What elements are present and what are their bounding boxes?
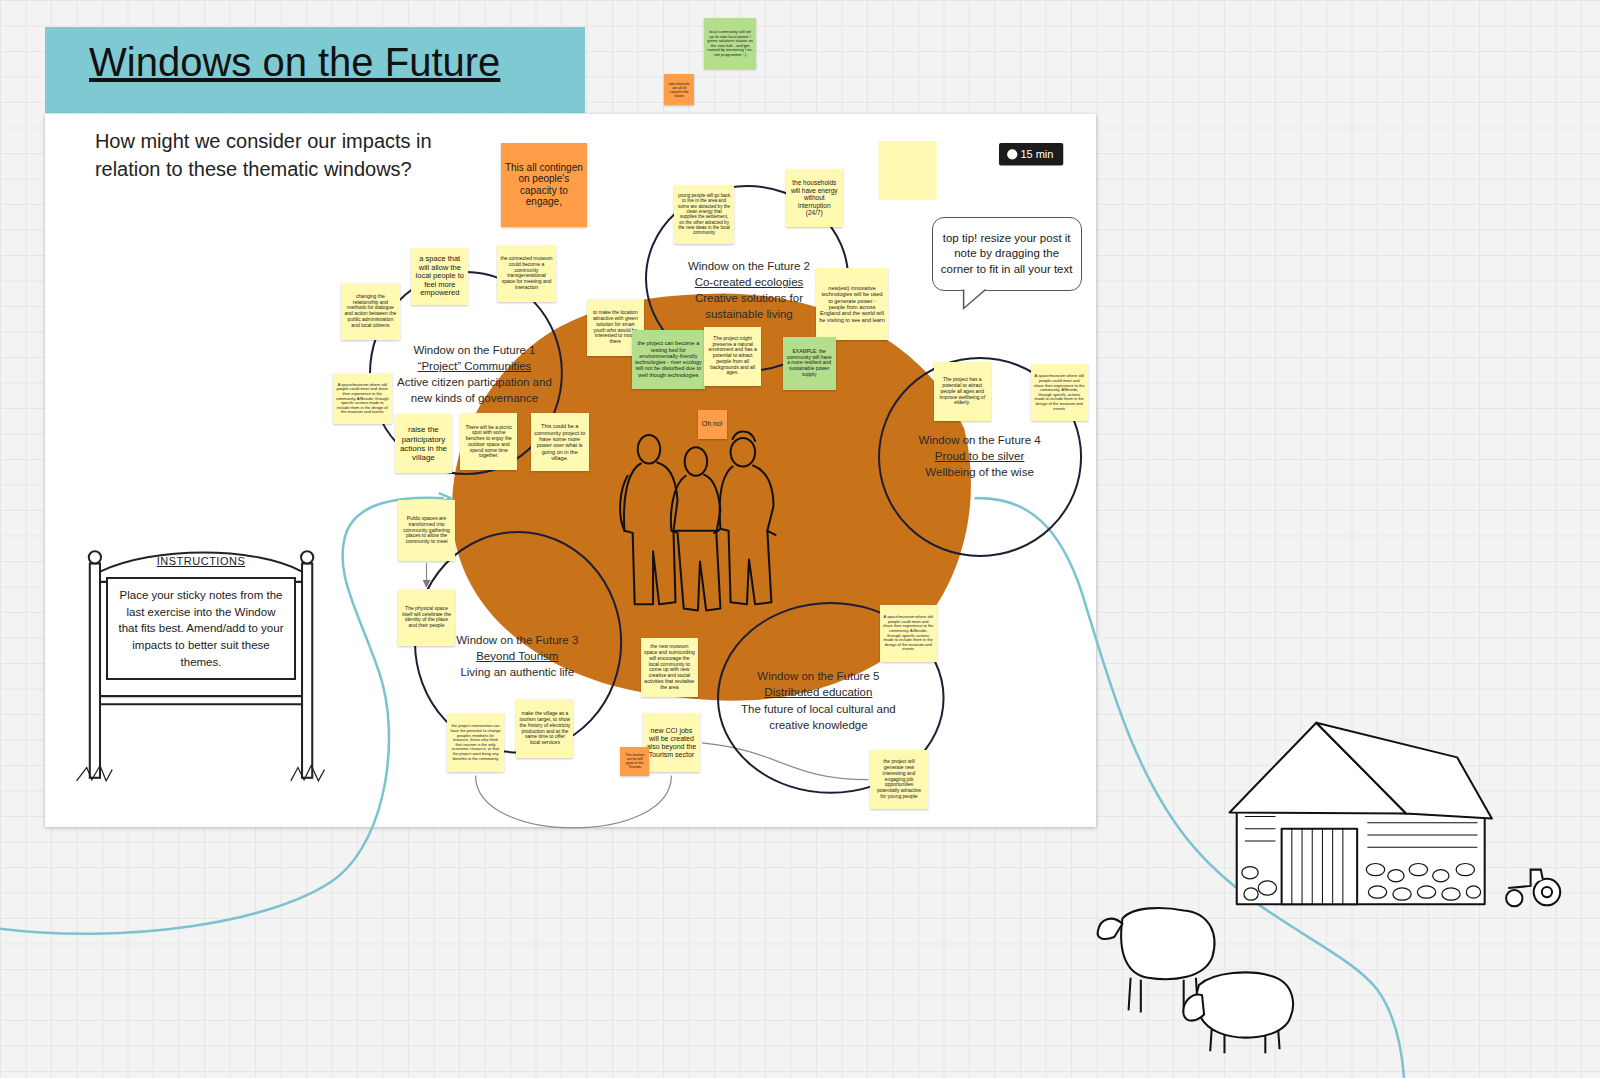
sticky-note: make the village as a tourism target, to… <box>516 699 573 758</box>
instructions-sign: INSTRUCTIONS Place your sticky notes from… <box>102 551 300 680</box>
orange-sticky-note: also interests are all of concern the fu… <box>664 74 694 105</box>
sticky-text: The project might preserve a natural env… <box>707 336 758 376</box>
sticky-note: the connected museum could become a comm… <box>497 245 556 302</box>
window-heading: Window on the Future 3 <box>441 632 594 648</box>
sticky-text: the project can become a testing bed for… <box>635 340 702 378</box>
sticky-note: Public spaces are transformed into commu… <box>398 500 455 561</box>
sticky-note: There will be a picnic spot with some be… <box>460 413 517 470</box>
sticky-text: raise the participatory actions in the v… <box>398 425 449 462</box>
connector <box>476 775 672 828</box>
sticky-text: EXAMPLE: the community will have a more … <box>786 349 833 378</box>
sticky-note: The physical space itself will celebrate… <box>398 589 455 646</box>
sticky-note: the new museum space and surrounding wil… <box>641 638 698 697</box>
sticky-text: Oh no! <box>701 420 724 428</box>
barn <box>1230 723 1492 905</box>
sticky-text: The physical space itself will celebrate… <box>401 606 452 629</box>
sign-heading: INSTRUCTIONS <box>102 555 300 567</box>
orange-sticky-note: The tourism sector will grow in the Tour… <box>620 747 649 776</box>
green-sticky-note: local community will set up its own loca… <box>704 18 756 69</box>
sticky-note: changing the relationship and methods fo… <box>341 283 400 340</box>
board-question: How might we consider our impacts in rel… <box>95 127 493 183</box>
window-heading: Window on the Future 5 <box>739 668 898 684</box>
sticky-text: A space/museum where old people could me… <box>1034 374 1085 411</box>
window-theme: “Project” Communities <box>392 358 557 374</box>
empty-sticky <box>879 141 937 200</box>
sticky-note: new(est) innovative technologies will be… <box>816 268 887 339</box>
orange-sticky-note: This all contingen on people's capacity … <box>501 143 587 227</box>
timer-label: 15 min <box>1020 146 1053 162</box>
sign-posts <box>77 551 325 781</box>
sticky-note: The project might preserve a natural env… <box>704 327 761 386</box>
window-heading: Window on the Future 1 <box>392 342 557 358</box>
sticky-note: The project has a potential to attract p… <box>934 362 991 421</box>
sticky-text: also interests are all of concern the fu… <box>667 82 691 99</box>
sticky-text: the project will generate new interestin… <box>873 759 924 799</box>
tip-text: top tip! resize your post it note by dra… <box>941 231 1073 278</box>
people-figures <box>620 432 775 611</box>
sticky-text: new(est) innovative technologies will be… <box>819 285 884 323</box>
sticky-note: the project will generate new interestin… <box>870 750 927 809</box>
window-description: Active citizen participation and new kin… <box>392 374 557 406</box>
window-theme: Proud to be silver <box>906 448 1053 464</box>
sticky-note: A space/museum where old people could me… <box>1031 364 1088 421</box>
sticky-text: the new museum space and surrounding wil… <box>644 644 695 690</box>
sticky-text: a space that will allow the local people… <box>414 255 465 298</box>
window-ring <box>879 358 1081 556</box>
green-sticky-note: the project can become a testing bed for… <box>632 330 705 389</box>
sticky-note: A space/museum where old people could me… <box>333 373 392 424</box>
sticky-text: This all contingen on people's capacity … <box>504 162 584 208</box>
sign-body: Place your sticky notes from the last ex… <box>106 577 296 680</box>
sticky-text: A space/museum where old people could me… <box>336 383 389 415</box>
window-theme: Distributed education <box>739 684 898 700</box>
tip-tail-shape <box>963 290 985 309</box>
sticky-text: the households will have energy without … <box>789 179 840 216</box>
sticky-text: Public spaces are transformed into commu… <box>401 516 452 545</box>
tractor <box>1506 870 1560 907</box>
sticky-text: the project intervention can have the po… <box>450 724 501 761</box>
window-description: Creative solutions for sustainable livin… <box>673 290 824 322</box>
sticky-note: raise the participatory actions in the v… <box>395 414 452 473</box>
sticky-text: This could be a community project to hav… <box>534 423 586 461</box>
sticky-note: A space/museum where old people could me… <box>880 605 937 662</box>
window-description: Wellbeing of the wise <box>906 464 1053 480</box>
sticky-text: local community will set up its own loca… <box>707 30 753 58</box>
sticky-note: the households will have energy without … <box>786 169 843 226</box>
sticky-note: This could be a community project to hav… <box>531 413 589 471</box>
connector <box>426 563 427 587</box>
window-text: Window on the Future 5Distributed educat… <box>739 668 898 732</box>
window-heading: Window on the Future 2 <box>673 258 824 274</box>
window-text: Window on the Future 1“Project” Communit… <box>392 342 557 406</box>
sticky-note: the project intervention can have the po… <box>447 713 504 772</box>
sheep <box>1098 908 1293 1053</box>
timer-chip <box>999 143 1063 165</box>
board-title: Windows on the Future <box>89 40 500 85</box>
window-description: The future of local cultural and creativ… <box>739 701 898 733</box>
sticky-note: young people will go back to live in the… <box>674 185 733 244</box>
sticky-text: changing the relationship and methods fo… <box>344 294 397 329</box>
orange-sticky-note: Oh no! <box>698 410 727 439</box>
window-description: Living an authentic life <box>441 664 594 680</box>
window-text: Window on the Future 2Co-created ecologi… <box>673 258 824 322</box>
connector <box>702 743 868 780</box>
window-heading: Window on the Future 4 <box>906 432 1053 448</box>
sticky-text: young people will go back to live in the… <box>677 193 730 235</box>
window-theme: Beyond Tourism <box>441 648 594 664</box>
sticky-text: There will be a picnic spot with some be… <box>463 425 514 460</box>
window-text: Window on the Future 3Beyond TourismLivi… <box>441 632 594 680</box>
sticky-text: The tourism sector will grow in the Tour… <box>623 753 646 770</box>
window-theme: Co-created ecologies <box>673 274 824 290</box>
sticky-note: a space that will allow the local people… <box>411 248 468 305</box>
green-sticky-note: EXAMPLE: the community will have a more … <box>783 337 836 390</box>
sticky-text: new CCI jobs will be created also beyond… <box>646 727 697 759</box>
sticky-text: A space/museum where old people could me… <box>883 615 934 652</box>
sticky-text: the connected museum could become a comm… <box>500 256 553 291</box>
window-text: Window on the Future 4Proud to be silver… <box>906 432 1053 480</box>
tip-bubble: top tip! resize your post it note by dra… <box>932 217 1082 290</box>
sticky-note: new CCI jobs will be created also beyond… <box>643 713 700 772</box>
path-line <box>0 498 444 934</box>
sticky-text: make the village as a tourism target, to… <box>519 711 570 746</box>
sticky-text: The project has a potential to attract p… <box>937 377 988 406</box>
